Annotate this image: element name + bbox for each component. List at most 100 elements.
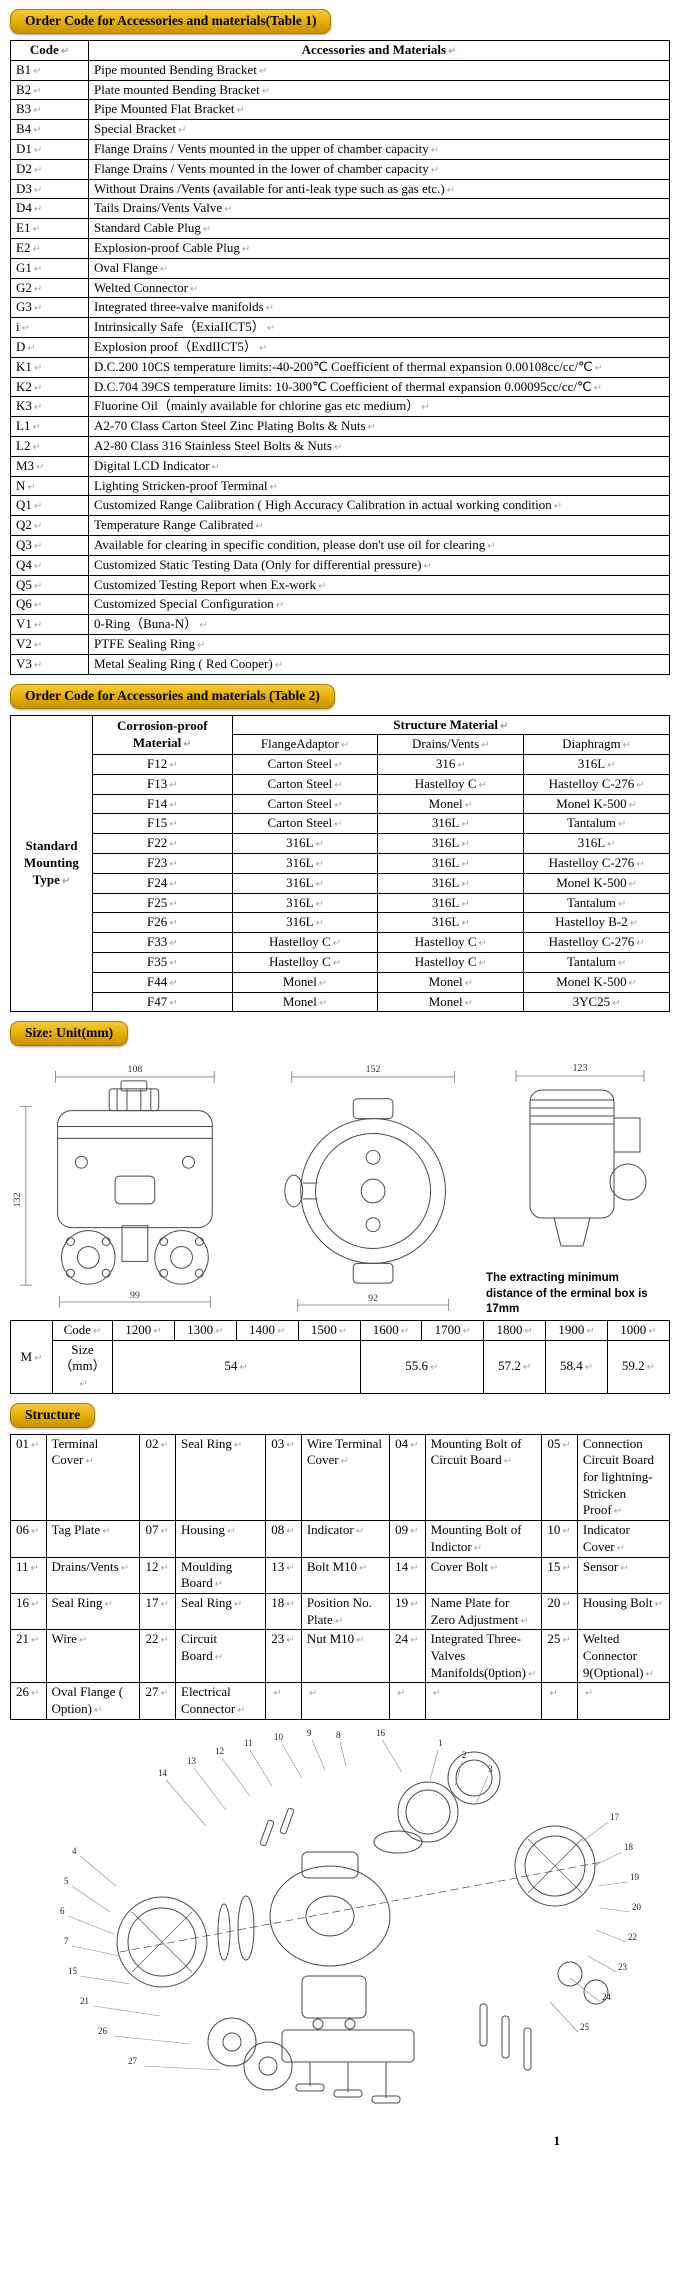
accessories-row: K2 D.C.704 39CS temperature limits: 10-3…: [10, 376, 670, 398]
structure-row: 11Drains/Vents12Moulding Board13Bolt M10…: [10, 1556, 671, 1594]
materials-row: F12 Carton Steel 316 316L: [11, 754, 670, 775]
description-cell: Explosion proof（ExdIICT5）: [88, 336, 670, 358]
code-cell: D3: [10, 178, 89, 200]
flange-adaptor-cell: 316L: [231, 912, 379, 934]
material-code-cell: F26: [91, 912, 233, 934]
part-number-cell: 06: [10, 1520, 47, 1558]
callout-label: 3: [488, 1764, 493, 1774]
accessories-row: G3 Integrated three-valve manifolds: [10, 297, 670, 319]
accessories-row: B4 Special Bracket: [10, 119, 670, 140]
description-cell: 0-Ring（Buna-N）: [88, 614, 670, 635]
m-dimension-table-body: M Code 1200 1300 1400 1500 1600 1700 180…: [10, 1320, 670, 1394]
size-value-cell: 59.2: [607, 1339, 670, 1394]
accessories-row: Q6 Customized Special Configuration: [10, 594, 670, 616]
callout-label: 14: [158, 1768, 168, 1778]
structure-parts-table: 01Terminal Cover02Seal Ring03Wire Termin…: [10, 1433, 671, 1720]
description-cell: Welted Connector: [88, 277, 670, 299]
material-code-cell: F25: [91, 892, 233, 914]
code-value-cell: 1600: [359, 1320, 423, 1341]
materials-table: Standard Mounting Type Corrosion-proof M…: [10, 714, 671, 1013]
accessories-row: B1 Pipe mounted Bending Bracket: [10, 59, 670, 81]
dimension-label: 92: [368, 1293, 378, 1304]
size-value-cell: 54: [112, 1339, 361, 1394]
callout-label: 21: [80, 1996, 89, 2006]
diaphragm-cell: Monel K-500: [523, 872, 670, 894]
col-header-structure-material: Structure Material: [231, 714, 671, 736]
flange-adaptor-cell: Monel: [231, 971, 379, 993]
description-cell: Flange Drains / Vents mounted in the low…: [88, 158, 670, 180]
accessories-row: M3 Digital LCD Indicator: [10, 455, 670, 477]
col-header-drains-vents: Drains/Vents: [377, 734, 525, 756]
drains-vents-cell: 316L: [377, 833, 525, 855]
callout-leader-lines: [67, 1739, 631, 2071]
description-cell: Intrinsically Safe（ExiaIICT5）: [88, 317, 670, 338]
part-name-cell: Moulding Board: [174, 1556, 267, 1594]
code-cell: D2: [10, 158, 89, 180]
description-cell: Available for clearing in specific condi…: [88, 534, 670, 556]
callout-label: 2: [462, 1750, 467, 1760]
description-cell: Tails Drains/Vents Valve: [88, 198, 670, 220]
part-name-cell: Wire: [45, 1629, 141, 1684]
callout-label: 13: [187, 1756, 197, 1766]
part-name-cell: Housing: [174, 1520, 267, 1558]
profile-view-drawing: 123: [515, 1063, 647, 1247]
part-number-cell: 17: [139, 1592, 176, 1631]
part-number-cell: 09: [389, 1520, 426, 1558]
part-number-cell: 18: [265, 1592, 302, 1631]
code-cell: Q2: [10, 515, 89, 536]
drains-vents-cell: 316L: [377, 872, 525, 894]
description-cell: Metal Sealing Ring ( Red Cooper): [88, 653, 670, 675]
part-number-cell: [389, 1682, 426, 1720]
part-number-cell: 20: [541, 1592, 578, 1631]
accessories-row: D4 Tails Drains/Vents Valve: [10, 198, 670, 220]
code-cell: V1: [10, 614, 89, 635]
accessories-row: Q4 Customized Static Testing Data (Only …: [10, 554, 670, 576]
m-code-row: M Code 1200 1300 1400 1500 1600 1700 180…: [10, 1320, 670, 1394]
code-cell: B1: [10, 59, 89, 81]
diaphragm-cell: Hastelloy C-276: [523, 773, 670, 795]
code-cell: D1: [10, 138, 89, 160]
part-name-cell: Circuit Board: [174, 1629, 267, 1684]
part-number-cell: 13: [265, 1556, 302, 1594]
part-name-cell: Indicator: [300, 1520, 391, 1558]
code-cell: K3: [10, 396, 89, 418]
part-name-cell: Sensor: [576, 1556, 671, 1594]
drains-vents-cell: 316L: [377, 853, 525, 874]
diaphragm-cell: Monel K-500: [523, 971, 670, 993]
part-number-cell: 25: [541, 1629, 578, 1684]
col-header-flange-adaptor: FlangeAdaptor: [231, 734, 379, 756]
exploded-view-drawing: 1 2 3 4 5 6 7 8 9 10 11 12 13 14 15 16 1…: [60, 1728, 642, 2104]
callout-label: 22: [628, 1932, 637, 1942]
drains-vents-cell: 316L: [377, 892, 525, 914]
materials-row: F14 Carton Steel Monel Monel K-500: [11, 793, 670, 815]
material-code-cell: F13: [91, 773, 233, 795]
drains-vents-cell: Monel: [377, 793, 525, 815]
front-view-drawing: 108 132 99: [12, 1064, 215, 1309]
description-cell: Special Bracket: [88, 119, 670, 140]
part-name-cell: Wire Terminal Cover: [300, 1433, 391, 1522]
part-number-cell: 11: [10, 1556, 47, 1594]
code-cell: Q1: [10, 495, 89, 517]
part-name-cell: Seal Ring: [174, 1433, 267, 1522]
code-cell: Q4: [10, 554, 89, 576]
accessories-row: Q2 Temperature Range Calibrated: [10, 515, 670, 536]
accessories-row: E2 Explosion-proof Cable Plug: [10, 237, 670, 259]
diaphragm-cell: Tantalum: [523, 892, 670, 914]
accessories-row: V2 PTFE Sealing Ring: [10, 633, 670, 655]
diaphragm-cell: 316L: [523, 833, 670, 855]
m-dimension-table: M Code 1200 1300 1400 1500 1600 1700 180…: [10, 1320, 670, 1394]
diaphragm-cell: Tantalum: [523, 952, 670, 973]
section-title-size: Size: Unit(mm): [10, 1021, 129, 1047]
code-cell: B3: [10, 99, 89, 121]
part-number-cell: 16: [10, 1592, 47, 1631]
accessories-row: Q5 Customized Testing Report when Ex-wor…: [10, 574, 670, 596]
accessories-row: D Explosion proof（ExdIICT5）: [10, 336, 670, 358]
part-name-cell: Nut M10: [300, 1629, 391, 1684]
flange-adaptor-cell: Carton Steel: [231, 793, 379, 815]
part-number-cell: 22: [139, 1629, 176, 1684]
accessories-row: V3 Metal Sealing Ring ( Red Cooper): [10, 653, 670, 675]
material-code-cell: F33: [91, 932, 233, 954]
diaphragm-cell: Monel K-500: [523, 793, 670, 815]
drains-vents-cell: 316L: [377, 813, 525, 835]
flange-adaptor-cell: 316L: [231, 892, 379, 914]
